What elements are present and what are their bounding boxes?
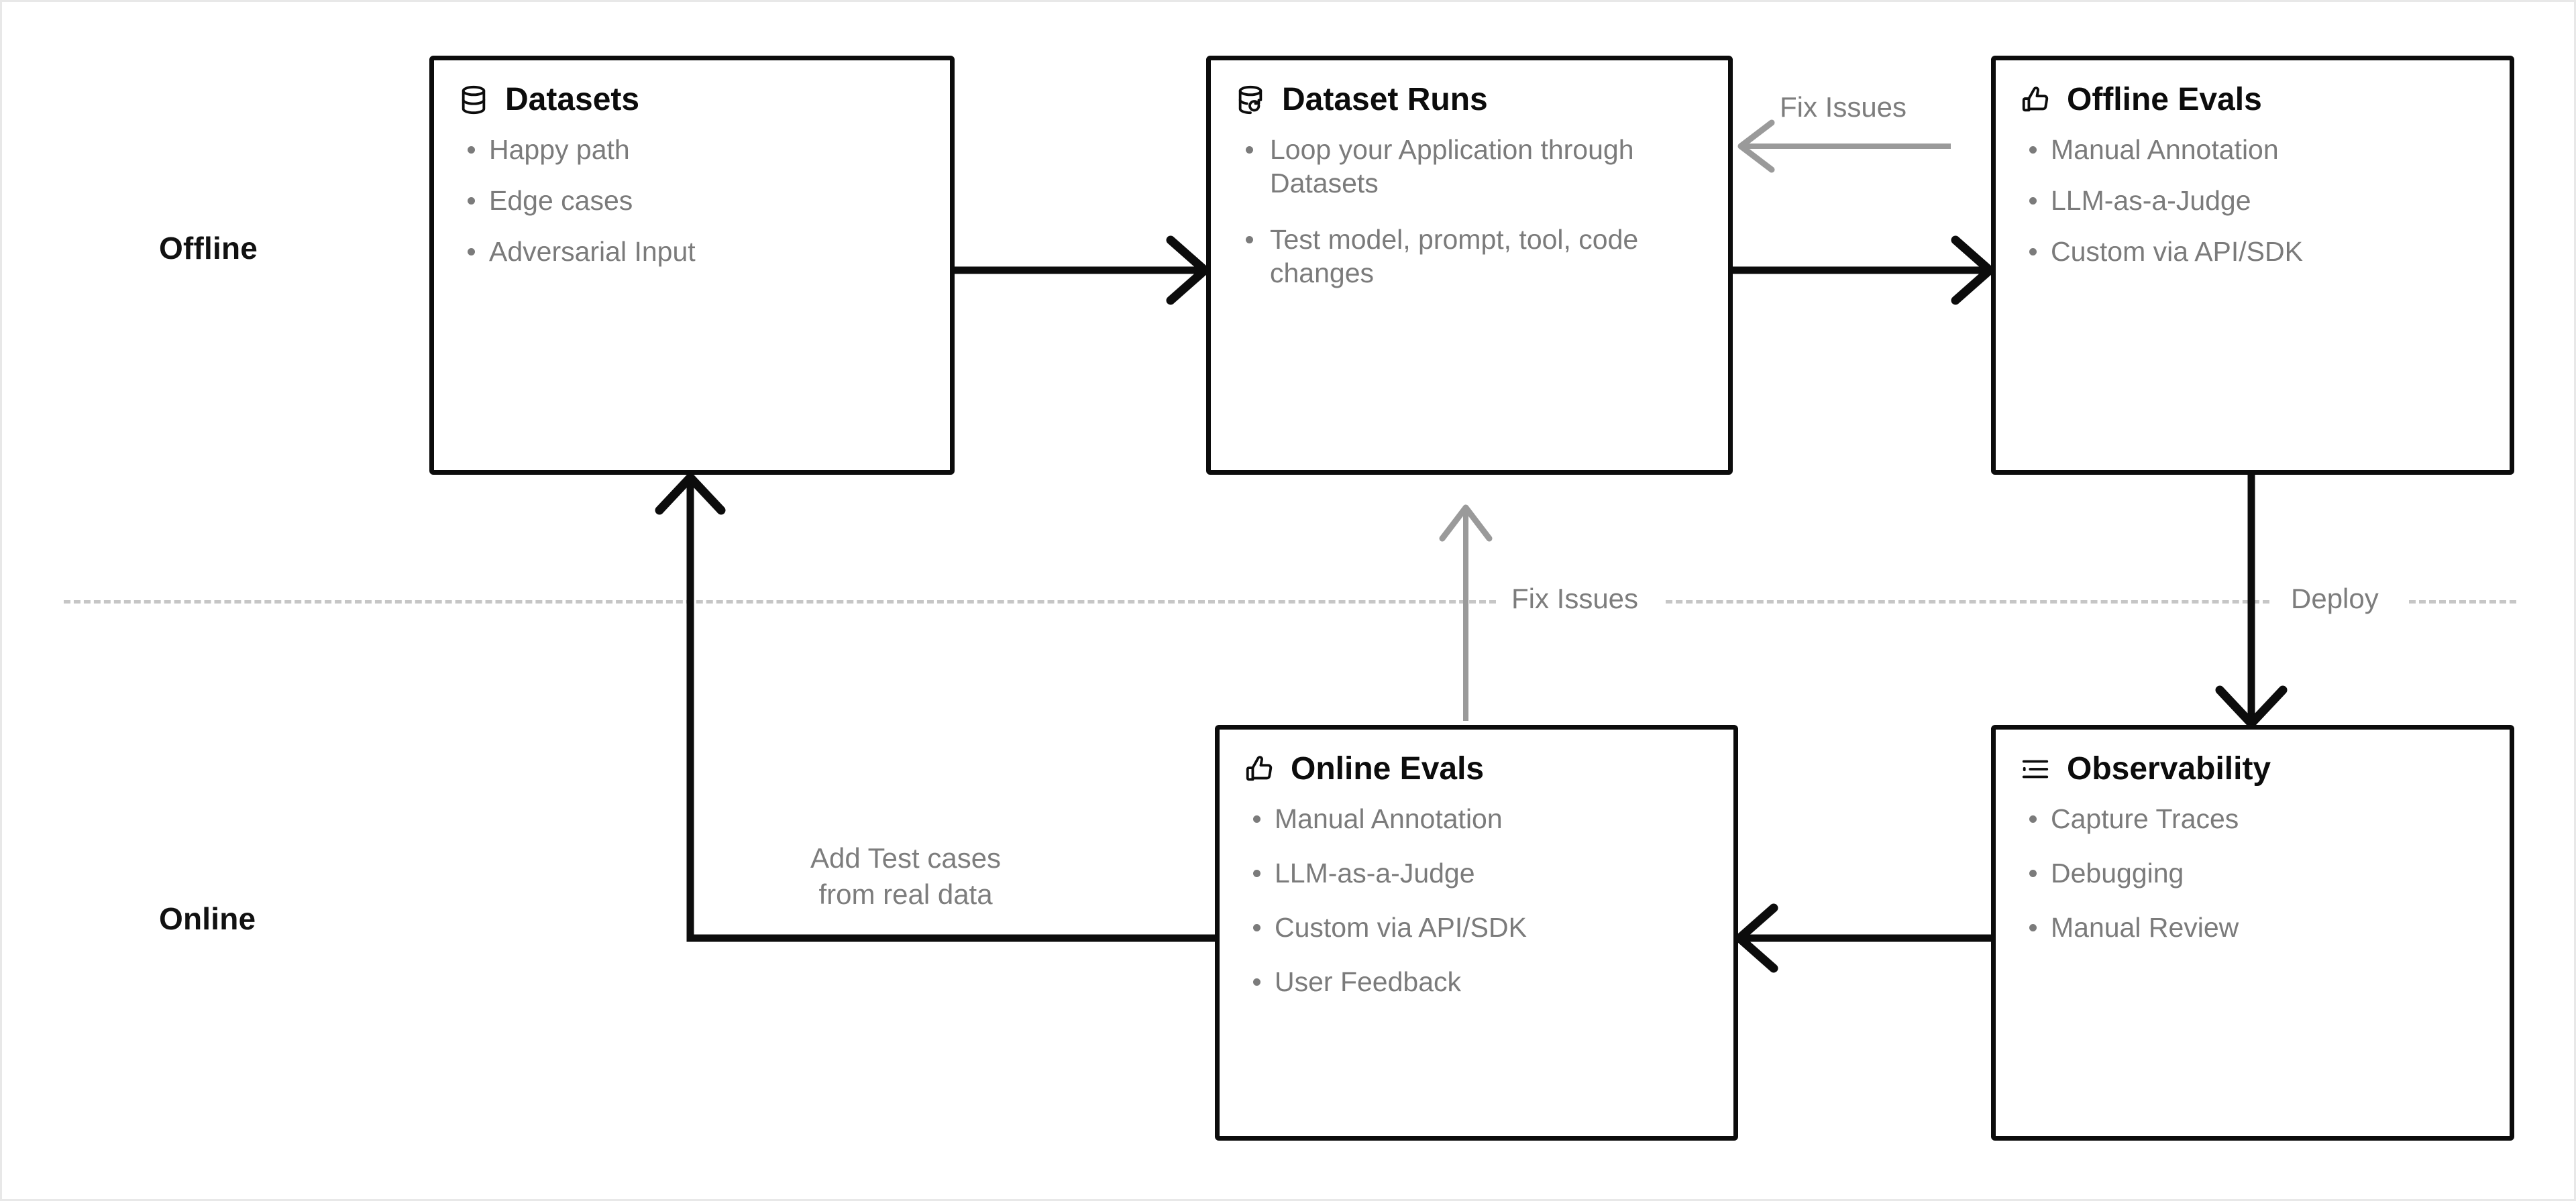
node-dataset-runs[interactable]: Dataset Runs Loop your Application throu…	[1206, 56, 1733, 475]
list-item: Custom via API/SDK	[1244, 911, 1709, 944]
database-refresh-icon	[1235, 84, 1266, 115]
list-item: Manual Review	[2020, 911, 2485, 944]
list-item: Test model, prompt, tool, code changes	[1235, 223, 1704, 290]
node-offline-evals[interactable]: Offline Evals Manual Annotation LLM-as-a…	[1991, 56, 2514, 475]
node-header: Datasets	[458, 82, 926, 117]
divider-label-fix-issues: Fix Issues	[1511, 583, 1639, 614]
bullet-list: Loop your Application through Datasets T…	[1235, 133, 1704, 290]
divider-label-deploy: Deploy	[2291, 583, 2379, 614]
node-header: Offline Evals	[2020, 82, 2485, 117]
list-item: Loop your Application through Datasets	[1235, 133, 1704, 200]
bullet-list: Capture Traces Debugging Manual Review	[2020, 802, 2485, 944]
arrow-offline-evals-to-dataset-runs	[1737, 119, 1951, 173]
divider-line-left	[64, 600, 1496, 604]
node-title: Dataset Runs	[1282, 82, 1488, 117]
node-title: Observability	[2067, 751, 2271, 787]
edge-label-add-test-cases: Add Test cases from real data	[810, 842, 1002, 910]
bullet-list: Manual Annotation LLM-as-a-Judge Custom …	[2020, 133, 2485, 268]
arrow-dataset-runs-to-offline-evals	[1733, 235, 1994, 305]
node-observability[interactable]: Observability Capture Traces Debugging M…	[1991, 725, 2514, 1141]
thumbs-up-icon	[2020, 84, 2051, 115]
node-header: Dataset Runs	[1235, 82, 1704, 117]
list-item: Debugging	[2020, 856, 2485, 890]
list-item: User Feedback	[1244, 965, 1709, 998]
edge-label-fix-issues-top: Fix Issues	[1780, 91, 1907, 123]
arrow-observability-to-online-evals	[1735, 903, 1991, 973]
node-title: Offline Evals	[2067, 82, 2262, 117]
list-item: Manual Annotation	[1244, 802, 1709, 836]
divider-line-right	[2409, 600, 2516, 604]
list-item: Adversarial Input	[458, 235, 926, 268]
divider-line-middle	[1666, 600, 2269, 604]
node-datasets[interactable]: Datasets Happy path Edge cases Adversari…	[429, 56, 955, 475]
bullet-list: Manual Annotation LLM-as-a-Judge Custom …	[1244, 802, 1709, 998]
node-title: Datasets	[505, 82, 640, 117]
list-item: Capture Traces	[2020, 802, 2485, 836]
list-item: Manual Annotation	[2020, 133, 2485, 166]
node-header: Observability	[2020, 752, 2485, 786]
bullet-list: Happy path Edge cases Adversarial Input	[458, 133, 926, 268]
node-title: Online Evals	[1291, 751, 1485, 787]
list-item: Happy path	[458, 133, 926, 166]
arrow-online-evals-to-dataset-runs	[1439, 504, 1493, 721]
database-icon	[458, 84, 489, 115]
node-header: Online Evals	[1244, 752, 1709, 786]
arrow-datasets-to-dataset-runs	[955, 235, 1210, 305]
thumbs-up-icon	[1244, 754, 1275, 785]
list-item: Edge cases	[458, 184, 926, 217]
list-indent-icon	[2020, 754, 2051, 785]
lane-label-offline: Offline	[159, 231, 258, 266]
list-item: Custom via API/SDK	[2020, 235, 2485, 268]
list-item: LLM-as-a-Judge	[1244, 856, 1709, 890]
list-item: LLM-as-a-Judge	[2020, 184, 2485, 217]
node-online-evals[interactable]: Online Evals Manual Annotation LLM-as-a-…	[1215, 725, 1738, 1141]
lane-label-online: Online	[159, 901, 256, 936]
